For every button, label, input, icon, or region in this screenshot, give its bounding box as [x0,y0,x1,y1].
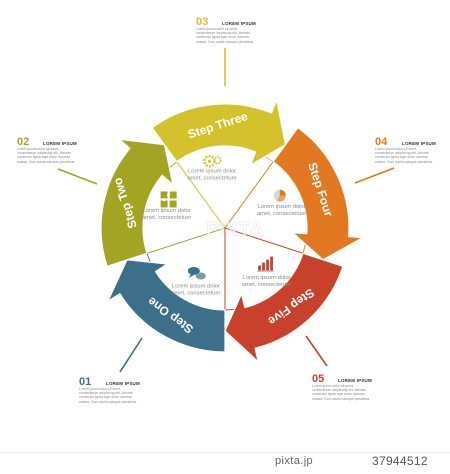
pie-chart-icon [273,189,286,202]
arrow-step-4 [272,126,365,261]
inner-sectors [142,145,308,311]
leader-line-1 [119,337,143,373]
callout-1-title: LOREM IPSUM [106,381,140,386]
arrow-step-5 [224,252,344,364]
bar-chart-icon [257,256,275,272]
footer-bar: pixta.jp 37944512 [0,452,450,470]
footer-source: pixta.jp [275,455,314,467]
arrow-step-3 [151,97,287,167]
callout-1-number: 01 [79,376,92,388]
speech-bubbles-icon [187,266,206,280]
callout-2-number: 02 [17,136,30,148]
leader-line-2 [57,168,98,185]
callout-5-number: 05 [312,373,325,385]
callout-5-title: LOREM IPSUM [338,378,372,383]
step-arrows [100,97,365,364]
callout-3-body: Lorem ipsum dolor sit amet, consectetuer… [196,27,254,44]
footer-image-id: 37944512 [372,454,428,468]
step-icons [160,155,286,280]
watermark: PIXTA [206,219,263,241]
callout-4-title: LOREM IPSUM [402,141,436,146]
gears-icon [203,155,222,168]
arrow-step-2 [100,138,174,268]
callout-4-number: 04 [375,136,388,148]
callout-4-body: Lorem ipsum dolor sit amet, consectetuer… [375,147,433,164]
leader-lines [57,48,395,373]
puzzle-icon [160,191,177,208]
arrow-step-1 [106,259,226,353]
callout-2-body: Lorem ipsum dolor sit amet, consectetuer… [17,147,75,164]
callout-3-number: 03 [196,16,209,28]
leader-line-4 [354,167,395,184]
callout-2-title: LOREM IPSUM [43,141,77,146]
callout-3-title: LOREM IPSUM [222,21,256,26]
callout-5-body: Lorem ipsum dolor sit amet, consectetuer… [312,384,370,401]
leader-line-5 [305,335,328,367]
callout-1-body: Lorem ipsum dolor sit amet, consectetuer… [79,387,137,404]
